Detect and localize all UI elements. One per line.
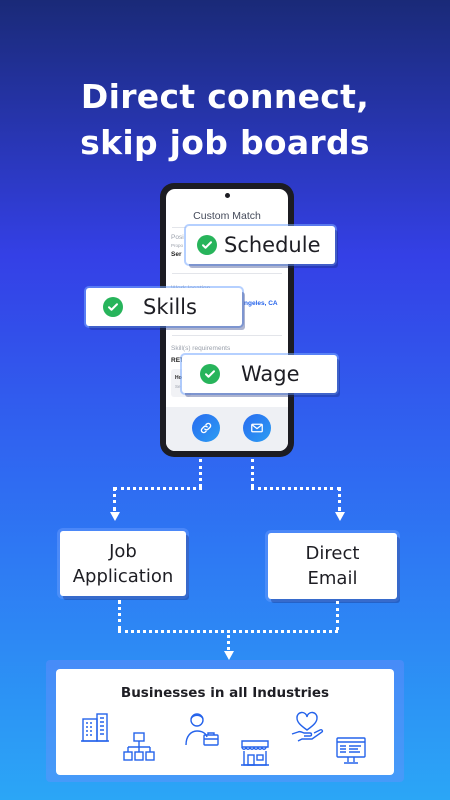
- job-application-label: Job Application: [73, 539, 174, 589]
- arrow-down-icon: [224, 651, 234, 660]
- email-button[interactable]: [243, 414, 271, 442]
- direct-email-option[interactable]: Direct Email: [268, 533, 397, 599]
- check-icon: [103, 297, 123, 317]
- job-application-line-1: Job: [109, 540, 137, 562]
- direct-email-line-2: Email: [307, 568, 358, 589]
- skills-badge: Skills: [86, 288, 242, 326]
- connector-line: [251, 459, 254, 487]
- skills-label: Skills: [143, 295, 197, 319]
- wage-badge: Wage: [182, 355, 337, 393]
- headline: Direct connect, skip job boards: [0, 74, 450, 166]
- direct-email-label: Direct Email: [306, 541, 360, 591]
- connector-line: [336, 601, 339, 630]
- headline-line-1: Direct connect,: [80, 77, 370, 116]
- heart-in-hand-icon: [291, 711, 324, 742]
- wage-label: Wage: [241, 362, 300, 386]
- headline-line-2: skip job boards: [80, 123, 370, 162]
- skills-value: RET: [171, 357, 184, 364]
- action-bar: [166, 407, 288, 451]
- skills-label: Skill(s) requirements: [171, 345, 231, 352]
- check-icon: [200, 364, 220, 384]
- worker-with-briefcase-icon: [185, 713, 219, 746]
- connector-line: [118, 600, 121, 630]
- envelope-icon: [251, 423, 263, 433]
- schedule-label: Schedule: [224, 233, 321, 257]
- check-icon: [197, 235, 217, 255]
- businesses-panel: Businesses in all Industries: [56, 669, 394, 775]
- position-value: Ser: [171, 251, 182, 258]
- position-sub: Propo: [171, 243, 184, 248]
- divider: [172, 273, 282, 274]
- businesses-title: Businesses in all Industries: [120, 685, 330, 701]
- skill-card-sub: Se: [175, 384, 181, 389]
- divider: [172, 335, 282, 336]
- storefront-icon: [241, 740, 269, 766]
- job-application-option[interactable]: Job Application: [60, 531, 186, 596]
- connector-line: [338, 487, 341, 511]
- connector-line: [227, 630, 230, 650]
- direct-email-line-1: Direct: [305, 543, 360, 564]
- skill-card-title: Ho: [175, 375, 182, 381]
- monitor-dashboard-icon: [336, 737, 366, 764]
- schedule-badge: Schedule: [186, 226, 335, 264]
- office-building-icon: [81, 713, 109, 742]
- arrow-down-icon: [335, 512, 345, 521]
- link-icon: [200, 422, 212, 434]
- connector-line: [251, 487, 340, 490]
- link-button[interactable]: [192, 414, 220, 442]
- position-label: Posi: [171, 234, 184, 241]
- connector-line: [113, 487, 116, 511]
- org-chart-icon: [123, 732, 155, 761]
- camera-dot: [224, 193, 230, 198]
- arrow-down-icon: [110, 512, 120, 521]
- connector-line: [199, 459, 202, 487]
- work-location-value: ngeles, CA: [244, 300, 278, 307]
- screen-title: Custom Match: [193, 210, 261, 222]
- connector-line: [114, 487, 202, 490]
- job-application-line-2: Application: [72, 565, 174, 587]
